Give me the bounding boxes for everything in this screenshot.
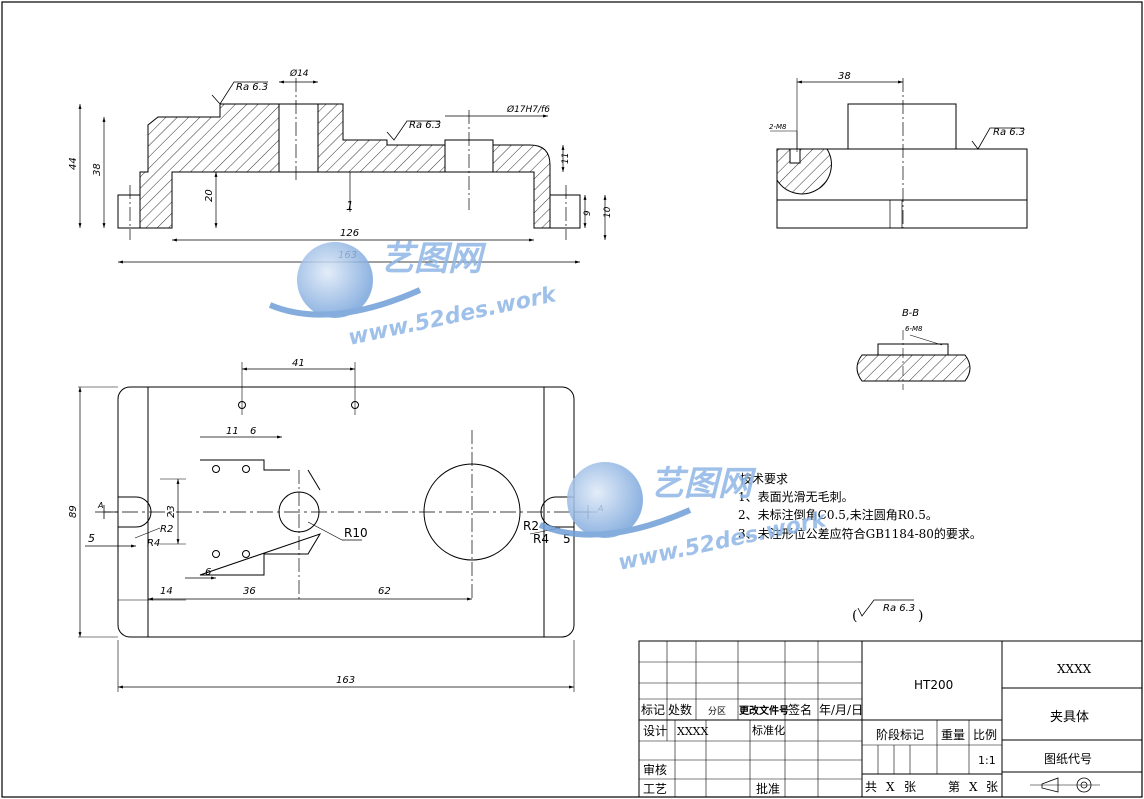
tb-label-weight: 重量 — [941, 728, 965, 742]
tb-material: HT200 — [914, 678, 953, 692]
tech-requirements: 技术要求 1、表面光滑无毛刺。 2、未标注倒角C0.5,未注圆角R0.5。 3、… — [738, 472, 982, 541]
tb-total-x: X — [886, 780, 895, 794]
side-roughness: Ra 6.3 — [993, 127, 1025, 138]
plan-dim-6a: 6 — [250, 426, 256, 437]
tb-label-mark: 标记 — [641, 703, 665, 717]
front-dim-1: 1 — [346, 199, 354, 213]
front-dim-126: 126 — [340, 228, 359, 239]
plan-dim-R10: R10 — [344, 526, 368, 540]
tb-total-unit: 张 — [904, 780, 916, 794]
tech-req-item-2: 2、未标注倒角C0.5,未注圆角R0.5。 — [738, 507, 938, 522]
plan-dim-11: 11 — [226, 426, 239, 437]
tb-label-scale: 比例 — [973, 728, 997, 742]
plan-dim-R2-right: R2 — [523, 519, 539, 533]
front-dim-44: 44 — [68, 157, 79, 170]
tb-page-unit: 张 — [986, 780, 998, 794]
tech-req-title: 技术要求 — [740, 472, 788, 486]
tb-label-approve: 批准 — [756, 781, 780, 796]
tb-designer: XXXX — [677, 725, 708, 738]
tb-label-stage: 阶段标记 — [876, 727, 924, 742]
plan-dim-23: 23 — [166, 505, 177, 518]
tb-label-review: 审核 — [643, 762, 667, 777]
roughness-note-value: Ra 6.3 — [883, 603, 915, 614]
roughness-note-close-paren: ) — [918, 608, 923, 624]
front-roughness-top: Ra 6.3 — [236, 82, 268, 93]
front-dim-dia-bore: Ø17H7/f6 — [506, 104, 550, 115]
plan-dim-163: 163 — [336, 675, 355, 686]
section-bb-thread: 6-M8 — [905, 325, 923, 333]
plan-dim-R4-right: R4 — [533, 532, 549, 546]
side-view — [770, 78, 1028, 229]
tb-label-process: 工艺 — [643, 782, 667, 796]
plan-dim-R4-left: R4 — [147, 538, 160, 549]
tb-label-count: 处数 — [668, 702, 692, 717]
watermark-url-upper: www.52des.work — [346, 282, 559, 351]
tb-label-change-doc: 更改文件号 — [739, 704, 789, 717]
tb-drawing-code: 图纸代号 — [1044, 752, 1092, 766]
plan-dim-6b: 6 — [205, 567, 211, 578]
plan-dim-R2-left: R2 — [160, 524, 173, 535]
plan-dim-5-right: 5 — [563, 532, 571, 546]
watermark-brand-upper: 艺图网 — [380, 239, 487, 279]
tech-req-item-1: 1、表面光滑无毛刺。 — [738, 490, 854, 504]
front-dim-20: 20 — [204, 189, 215, 202]
plan-dim-41: 41 — [292, 358, 305, 369]
section-bb-title: B-B — [902, 308, 919, 319]
plan-dim-62: 62 — [378, 586, 391, 597]
plan-view — [78, 362, 600, 692]
watermark-brand-lower: 艺图网 — [650, 464, 757, 504]
front-section-view — [78, 78, 607, 264]
tb-scale: 1:1 — [978, 754, 996, 767]
plan-label-A-left: A — [97, 501, 103, 510]
side-dim-38: 38 — [838, 71, 851, 82]
watermark-url-lower: www.52des.work — [616, 507, 829, 576]
front-dim-dia-hole: Ø14 — [289, 68, 309, 79]
front-dim-38: 38 — [92, 163, 103, 176]
watermark-logo-upper — [268, 242, 422, 318]
tb-part-name: 夹具体 — [1050, 710, 1089, 725]
general-roughness-note — [857, 599, 914, 617]
front-dim-9: 9 — [583, 210, 593, 216]
front-roughness-mid: Ra 6.3 — [409, 120, 441, 131]
tb-company: XXXX — [1057, 662, 1092, 676]
tb-page-x: X — [969, 780, 978, 794]
roughness-note-open-paren: ( — [852, 608, 857, 624]
plan-dim-89: 89 — [68, 505, 79, 518]
tb-total-prefix: 共 — [865, 780, 877, 794]
tb-label-zone: 分区 — [708, 706, 726, 717]
tb-page-prefix: 第 — [948, 780, 960, 794]
watermark-logo-lower — [538, 462, 692, 538]
tb-label-sign: 签名 — [788, 702, 812, 717]
plan-dim-14: 14 — [160, 586, 173, 597]
side-thread-label: 2-M8 — [769, 123, 787, 131]
plan-dim-36: 36 — [243, 586, 256, 597]
front-dim-11: 11 — [561, 153, 571, 164]
title-block-text: 标记 处数 分区 更改文件号 签名 年/月/日 设计 XXXX 标准化 审核 工… — [641, 662, 1092, 796]
plan-dim-5: 5 — [88, 532, 95, 545]
title-block — [638, 640, 1143, 798]
section-bb-view — [856, 330, 971, 390]
front-dim-10: 10 — [603, 206, 613, 218]
tech-req-item-3: 3、未注形位公差应符合GB1184-80的要求。 — [738, 526, 982, 541]
tb-label-standardize: 标准化 — [752, 723, 785, 737]
tb-label-design: 设计 — [643, 724, 667, 738]
tb-label-date: 年/月/日 — [819, 703, 863, 717]
